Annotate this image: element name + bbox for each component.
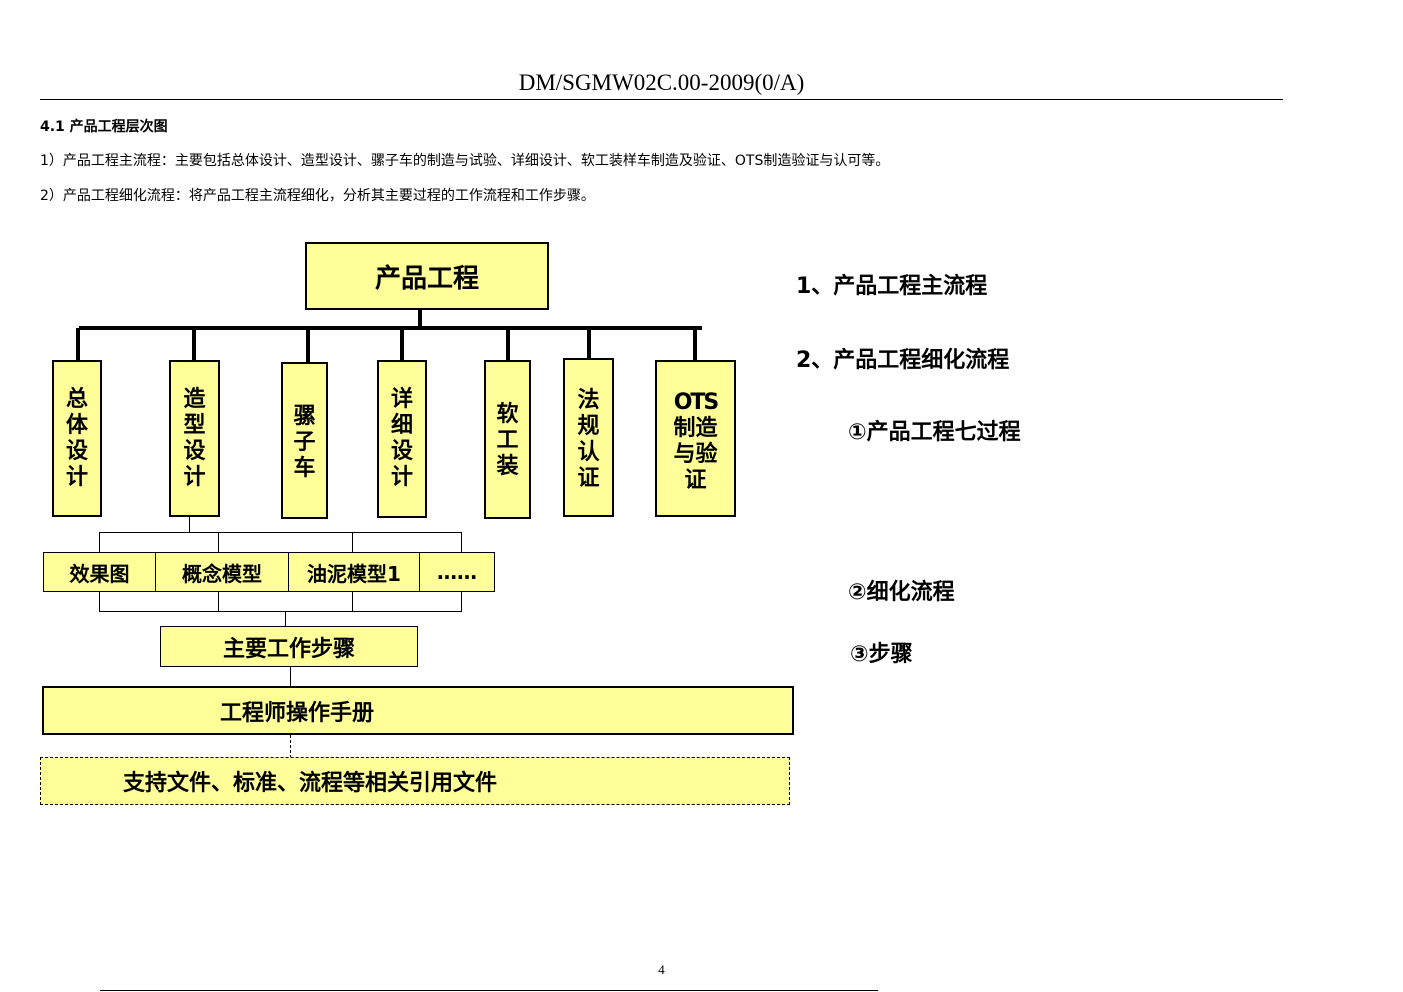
stage-char: 设: [183, 438, 206, 464]
sub-bracket-tick: [99, 532, 100, 552]
stage-char: 软: [496, 402, 519, 427]
stage-char: 型: [183, 412, 206, 438]
manual-connector: [290, 667, 291, 686]
paragraph-detail-flow: 2）产品工程细化流程：将产品工程主流程细化，分析其主要过程的工作流程和工作步骤。: [40, 188, 595, 204]
stage-char: 规: [577, 414, 600, 439]
stage-dropline: [306, 328, 310, 363]
legend-detail-flow: 2、产品工程细化流程: [796, 348, 1010, 373]
engineer-manual-label: 工程师操作手册: [220, 700, 375, 726]
stage-char: 工: [496, 428, 519, 453]
stage-char: 子: [293, 430, 316, 455]
stage-dropline: [587, 328, 591, 361]
stage-char: 制造: [673, 416, 718, 441]
root-node: 产品工程: [305, 242, 549, 310]
stage-mule-car: 骡 子 车: [281, 362, 328, 519]
sub-bracket-tick: [99, 592, 100, 611]
stage-char: 证: [577, 466, 600, 491]
stage-char: 设: [390, 439, 413, 464]
sub-bracket-tick: [461, 592, 462, 611]
stage-soft-tooling: 软 工 装: [484, 360, 531, 519]
sub-bracket-tick: [352, 592, 353, 611]
legend-detailed-flow: ②细化流程: [848, 580, 955, 605]
stage-char: 与验: [673, 442, 718, 467]
main-work-steps: 主要工作步骤: [160, 626, 418, 667]
sub-items-row: 效果图 概念模型 油泥模型1 ……: [43, 552, 495, 592]
engineer-manual: 工程师操作手册: [42, 686, 794, 735]
document-code: DM/SGMW02C.00-2009(0/A): [518, 70, 805, 95]
support-connector: [290, 735, 291, 758]
stage-ots: OTS 制造 与验 证: [655, 360, 736, 517]
stage-char: 证: [684, 468, 707, 493]
support-documents-label: 支持文件、标准、流程等相关引用文件: [123, 771, 498, 796]
sub-bracket-bottom: [99, 611, 462, 612]
stage-detail-design: 详 细 设 计: [377, 360, 427, 518]
stage-char: 造: [183, 386, 206, 412]
sub-bracket-tick: [352, 532, 353, 552]
stage-regulation-cert: 法 规 认 证: [563, 358, 614, 517]
stage-char: 设: [65, 438, 88, 464]
support-documents: 支持文件、标准、流程等相关引用文件: [40, 757, 790, 805]
stage-dropline: [506, 328, 510, 361]
stage-char: 体: [65, 412, 88, 438]
legend-seven-processes: ①产品工程七过程: [848, 420, 1021, 445]
legend-steps: ③步骤: [850, 642, 913, 667]
sub-bracket-top: [99, 532, 462, 533]
stage-char: 计: [390, 465, 413, 490]
sub-item-concept-model: 概念模型: [156, 553, 289, 591]
stage-char: 细: [390, 413, 413, 438]
legend-main-flow: 1、产品工程主流程: [796, 274, 988, 299]
stage-overall-design: 总 体 设 计: [52, 360, 102, 517]
stage-bus: [79, 326, 702, 330]
stage-char: 详: [390, 387, 413, 412]
sub-bracket-tick: [461, 532, 462, 552]
main-work-steps-label: 主要工作步骤: [222, 636, 355, 662]
stage-char: 法: [577, 388, 600, 413]
root-connector: [418, 310, 422, 328]
steps-connector: [285, 611, 286, 626]
footer-rule: [100, 990, 878, 991]
page-number: 4: [658, 962, 665, 977]
stage-dropline: [76, 328, 80, 361]
stage-styling-design: 造 型 设 计: [169, 360, 220, 517]
styling-connector: [189, 517, 190, 532]
stage-char: OTS: [673, 390, 720, 415]
sub-bracket-tick: [218, 592, 219, 611]
stage-char: 计: [183, 464, 206, 490]
sub-item-clay-model: 油泥模型1: [289, 553, 420, 591]
root-node-label: 产品工程: [374, 263, 479, 294]
paragraph-main-flow: 1）产品工程主流程：主要包括总体设计、造型设计、骡子车的制造与试验、详细设计、软…: [40, 153, 890, 169]
stage-char: 计: [65, 464, 88, 490]
stage-char: 认: [577, 440, 600, 465]
header-rule: [40, 99, 1283, 100]
sub-item-more: ……: [437, 560, 477, 584]
stage-char: 车: [293, 456, 316, 481]
sub-item-effect-drawing: 效果图: [44, 553, 156, 591]
stage-dropline: [192, 328, 196, 361]
section-title: 4.1 产品工程层次图: [40, 119, 168, 135]
stage-char: 骡: [293, 404, 316, 429]
stage-char: 装: [496, 454, 519, 479]
stage-dropline: [693, 328, 697, 361]
stage-char: 总: [65, 386, 88, 412]
stage-dropline: [400, 328, 404, 361]
sub-bracket-tick: [218, 532, 219, 552]
